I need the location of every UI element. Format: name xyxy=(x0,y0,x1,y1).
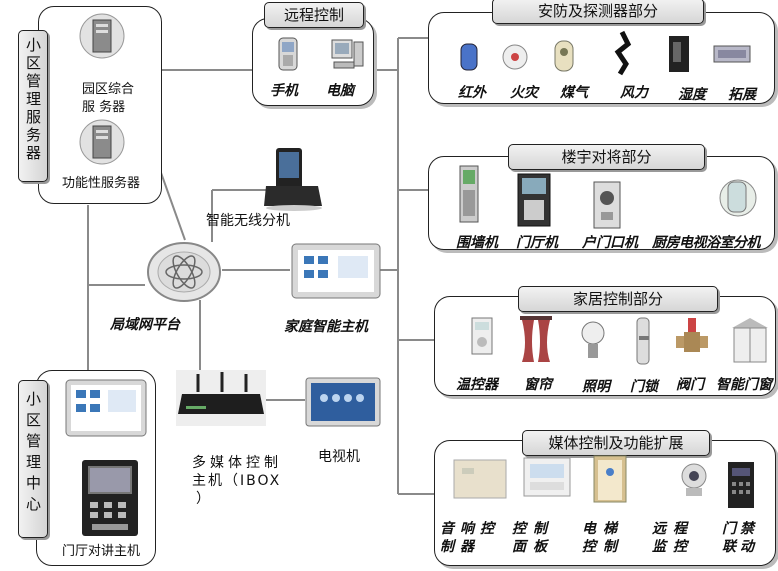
community-server-title: 小区管理服务器 xyxy=(18,30,48,182)
security-item-infrared: 红外 xyxy=(458,85,486,101)
door-intercom-host-label: 门厅对讲主机 xyxy=(62,544,141,559)
function-server-icon xyxy=(78,118,126,170)
media-item-elevator: 电梯控制 xyxy=(582,521,624,555)
intercom-item-wall: 围墙机 xyxy=(456,235,498,251)
cs-item-1: 园区综合 xyxy=(82,82,135,97)
door-unit-icon xyxy=(592,180,622,234)
intercom-item-door: 户门口机 xyxy=(582,235,638,251)
light-bulb-icon xyxy=(580,318,606,368)
media-item-monitor: 远程监控 xyxy=(652,521,694,555)
elevator-icon xyxy=(592,454,628,508)
lan-platform-icon xyxy=(145,240,223,308)
security-item-extend: 拓展 xyxy=(728,87,756,103)
security-item-humidity: 湿度 xyxy=(678,87,706,103)
media-item-panel: 控制面板 xyxy=(512,521,554,555)
smart-window-icon xyxy=(730,316,770,368)
media-title: 媒体控制及功能扩展 xyxy=(522,430,710,456)
home-item-valve: 阀门 xyxy=(676,377,704,393)
hall-unit-icon xyxy=(516,172,552,232)
intercom-title: 楼宇对将部分 xyxy=(508,144,705,170)
media-item-access: 门禁联动 xyxy=(722,521,758,555)
valve-icon xyxy=(674,316,710,366)
extension-phone-icon xyxy=(716,172,760,224)
ibox-router-icon xyxy=(176,370,266,430)
remote-title: 远程控制 xyxy=(264,2,364,28)
security-title: 安防及探测器部分 xyxy=(492,0,704,24)
ibox-label-1: 多媒体控制 xyxy=(192,455,282,471)
cs-item-2: 服 务器 xyxy=(82,100,126,115)
intercom-item-ext: 厨房电视浴室分机 xyxy=(652,235,761,251)
home-item-lock: 门锁 xyxy=(630,379,658,395)
surveillance-camera-icon xyxy=(676,460,712,504)
control-panel-icon xyxy=(522,456,572,502)
lan-platform-label: 局域网平台 xyxy=(110,317,180,333)
cs-item-3: 功能性服务器 xyxy=(62,176,141,191)
mobile-phone-icon xyxy=(276,36,300,76)
smoke-detector-icon xyxy=(500,42,530,76)
cs-title-text: 小区管理服务器 xyxy=(24,37,42,163)
ibox-label-3: ） xyxy=(196,491,210,507)
home-item-thermostat: 温控器 xyxy=(456,377,498,393)
security-item-fire: 火灾 xyxy=(510,85,538,101)
wind-sensor-icon xyxy=(608,30,636,80)
mgmt-title-text: 小区管理中心 xyxy=(24,391,42,517)
mgmt-screen-icon xyxy=(64,378,148,442)
home-item-curtain: 窗帘 xyxy=(524,377,552,393)
security-item-wind: 风力 xyxy=(620,85,648,101)
intercom-item-hall: 门厅机 xyxy=(516,235,558,251)
humidity-sensor-icon xyxy=(666,34,692,78)
infrared-sensor-icon xyxy=(458,40,480,78)
security-item-gas: 煤气 xyxy=(560,85,588,101)
tv-label: 电视机 xyxy=(318,449,360,465)
audio-controller-icon xyxy=(452,456,508,506)
home-item-window: 智能门窗 xyxy=(716,377,772,393)
mgmt-center-title: 小区管理中心 xyxy=(18,380,48,538)
home-item-light: 照明 xyxy=(582,379,610,395)
thermostat-icon xyxy=(470,316,494,360)
door-lock-icon xyxy=(634,316,652,370)
wall-unit-icon xyxy=(458,164,480,228)
ibox-label-2: 主机（IBOX xyxy=(192,473,282,489)
tv-icon xyxy=(304,376,382,432)
server-icon xyxy=(78,12,126,64)
home-host-label: 家庭智能主机 xyxy=(284,319,368,335)
door-intercom-host-icon xyxy=(80,458,140,542)
access-control-icon xyxy=(726,460,756,514)
remote-item-phone: 手机 xyxy=(270,83,298,99)
gas-detector-icon xyxy=(552,38,576,78)
remote-item-pc: 电脑 xyxy=(326,83,354,99)
curtain-icon xyxy=(518,314,554,368)
media-item-audio: 音响控制器 xyxy=(440,521,500,555)
wireless-extension-label: 智能无线分机 xyxy=(206,213,290,229)
wireless-extension-icon xyxy=(262,146,326,216)
computer-icon xyxy=(330,38,366,76)
home-control-title: 家居控制部分 xyxy=(518,286,718,312)
extension-module-icon xyxy=(712,40,752,72)
home-host-icon xyxy=(290,242,382,306)
